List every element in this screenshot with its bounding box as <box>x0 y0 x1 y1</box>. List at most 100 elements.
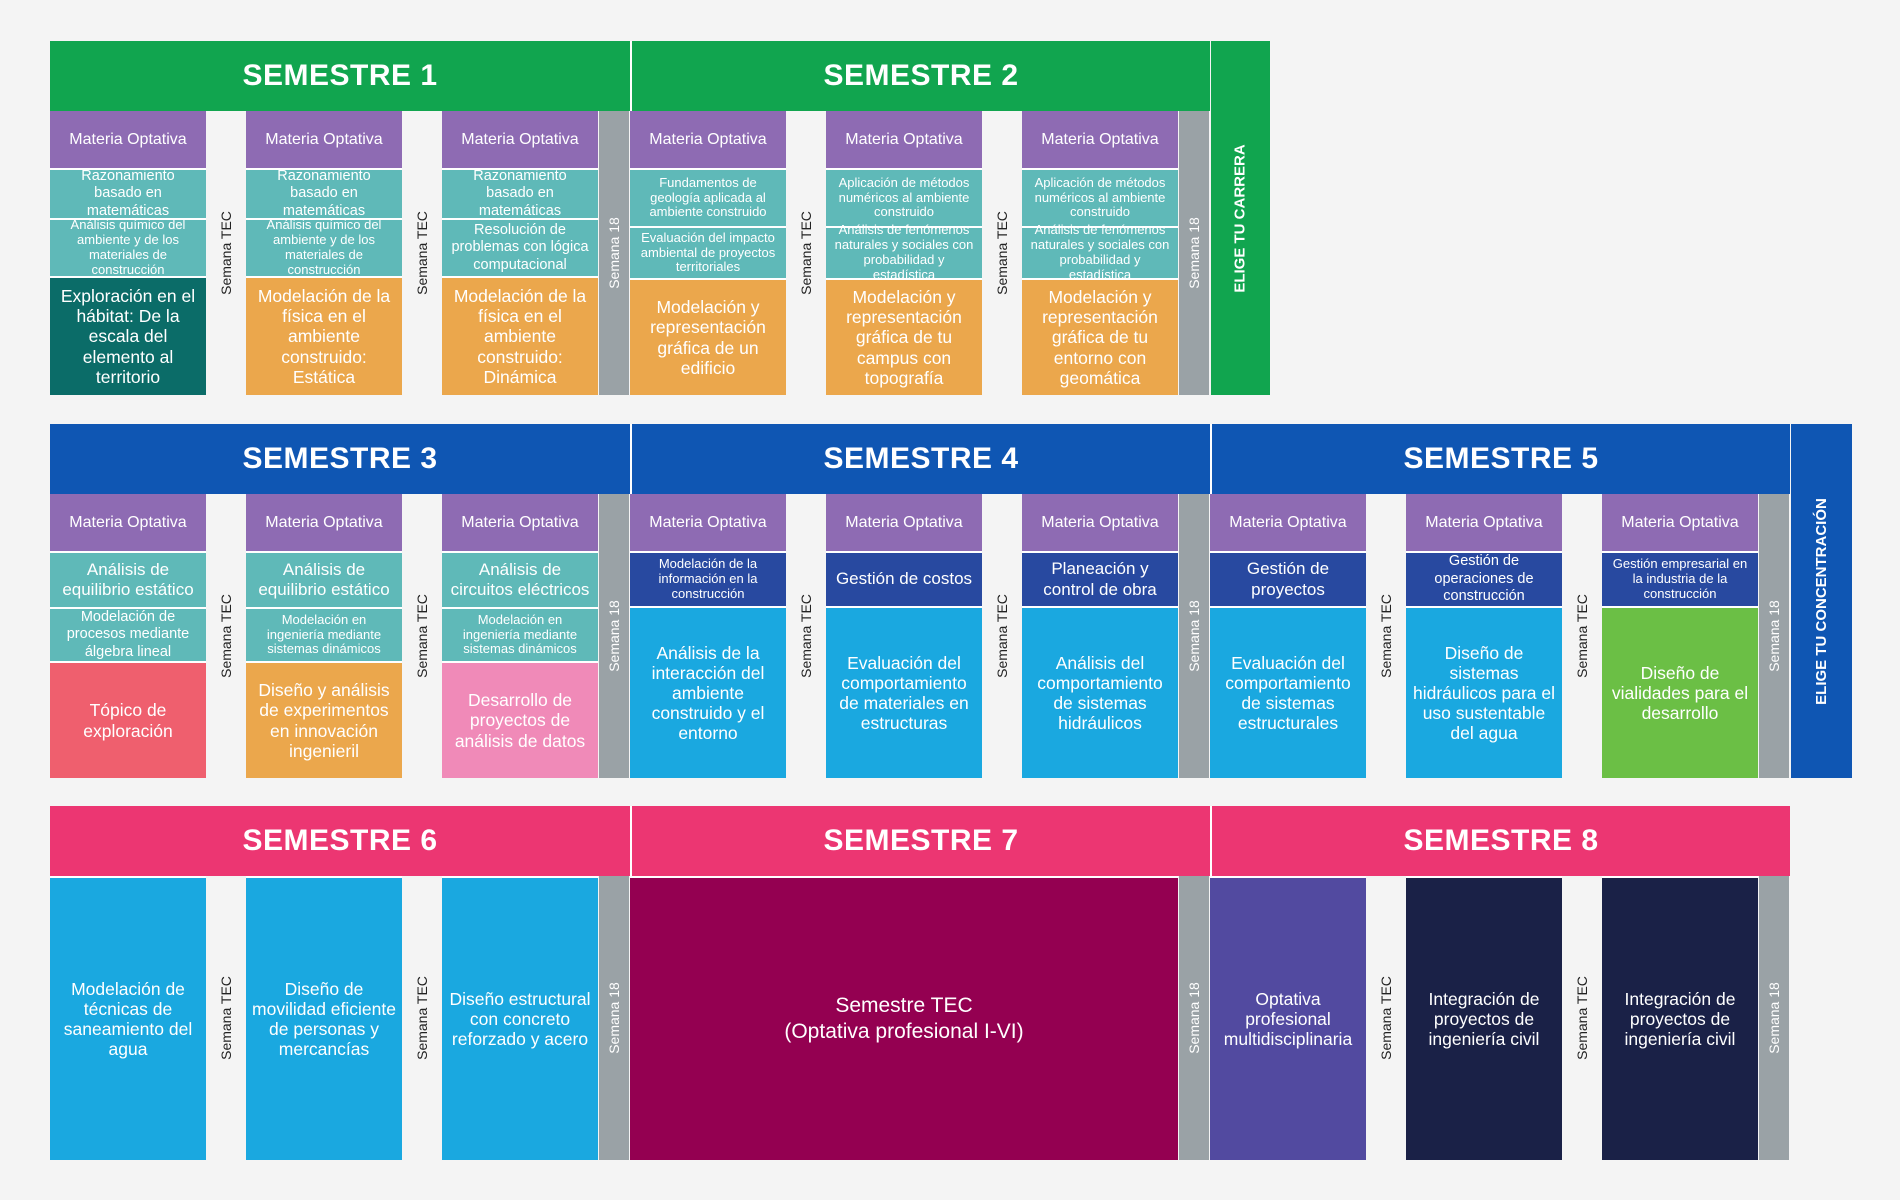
week-tec-label: Semana TEC <box>414 976 430 1060</box>
course-block: Gestión empresarial en la industria de l… <box>1602 551 1758 606</box>
week-18-label: Semana 18 <box>1179 111 1209 395</box>
course-block-main: Diseño de movilidad eficiente de persona… <box>246 876 402 1160</box>
course-block-main: Exploración en el hábitat: De la escala … <box>50 276 206 395</box>
course-block-main: Modelación de la física en el ambiente c… <box>246 276 402 395</box>
week-18-label: Semana 18 <box>1759 876 1789 1160</box>
week-tec-label: Semana TEC <box>1574 594 1590 678</box>
week-tec-label: Semana TEC <box>218 211 234 295</box>
course-block: Razonamiento basado en matemáticas <box>246 168 402 219</box>
course-block-main: Diseño de vialidades para el desarrollo <box>1602 606 1758 778</box>
choose-career-banner: ELIGE TU CARRERA <box>1211 41 1270 395</box>
semester-6-header: SEMESTRE 6 <box>50 806 630 876</box>
course-column: Materia Optativa Modelación de la inform… <box>630 494 786 778</box>
semester-tec-subtitle: (Optativa profesional I-VI) <box>784 1020 1024 1043</box>
course-block-main: Integración de proyectos de ingeniería c… <box>1406 876 1562 1160</box>
week-tec-label: Semana TEC <box>994 211 1010 295</box>
week-18-label: Semana 18 <box>1179 494 1209 778</box>
optional-course: Materia Optativa <box>630 111 786 168</box>
week-18-label: Semana 18 <box>599 494 629 778</box>
optional-course: Materia Optativa <box>1022 494 1178 551</box>
choose-concentration-banner: ELIGE TU CONCENTRACIÓN <box>1791 424 1852 778</box>
course-column: Materia Optativa Gestión de operaciones … <box>1406 494 1562 778</box>
week-tec-label: Semana TEC <box>798 211 814 295</box>
course-block: Gestión de costos <box>826 551 982 606</box>
course-column: Materia Optativa Gestión empresarial en … <box>1602 494 1758 778</box>
optional-course: Materia Optativa <box>630 494 786 551</box>
semester-1-header: SEMESTRE 1 <box>50 41 630 111</box>
semester-tec-block: Semestre TEC (Optativa profesional I-VI) <box>630 876 1178 1160</box>
course-column: Materia Optativa Análisis de equilibrio … <box>246 494 402 778</box>
optional-course: Materia Optativa <box>1406 494 1562 551</box>
course-block: Análisis de fenómenos naturales y social… <box>826 222 982 282</box>
course-block: Gestión de operaciones de construcción <box>1406 551 1562 606</box>
week-tec-label: Semana TEC <box>994 594 1010 678</box>
course-block: Modelación en ingeniería mediante sistem… <box>442 607 598 661</box>
week-18-label: Semana 18 <box>599 111 629 395</box>
week-tec-label: Semana TEC <box>218 976 234 1060</box>
week-tec-label: Semana TEC <box>1574 976 1590 1060</box>
course-column: Materia Optativa Gestión de costos Evalu… <box>826 494 982 778</box>
course-block-main: Modelación y representación gráfica de t… <box>826 278 982 395</box>
week-tec-label: Semana TEC <box>414 211 430 295</box>
week-18-label: Semana 18 <box>599 876 629 1160</box>
course-block: Modelación en ingeniería mediante sistem… <box>246 607 402 661</box>
course-block-main: Evaluación del comportamiento de materia… <box>826 606 982 778</box>
semester-5-header: SEMESTRE 5 <box>1210 424 1790 494</box>
course-column: Materia Optativa Planeación y control de… <box>1022 494 1178 778</box>
course-block: Aplicación de métodos numéricos al ambie… <box>1022 168 1178 226</box>
semester-2-header: SEMESTRE 2 <box>630 41 1210 111</box>
course-block-main: Diseño y análisis de experimentos en inn… <box>246 661 402 778</box>
week-18-label: Semana 18 <box>1179 876 1209 1160</box>
row-semesters-3-5: SEMESTRE 3 SEMESTRE 4 SEMESTRE 5 Materia… <box>50 424 1852 778</box>
week-tec-label: Semana TEC <box>798 594 814 678</box>
course-block: Evaluación del impacto ambiental de proy… <box>630 226 786 278</box>
course-block: Análisis químico del ambiente y de los m… <box>50 217 206 277</box>
course-block-main: Evaluación del comportamiento de sistema… <box>1210 606 1366 778</box>
optional-course: Materia Optativa <box>442 494 598 551</box>
course-column: Materia Optativa Aplicación de métodos n… <box>826 111 982 395</box>
optional-course: Materia Optativa <box>246 111 402 168</box>
optional-course: Materia Optativa <box>826 111 982 168</box>
course-block-main: Análisis del comportamiento de sistemas … <box>1022 606 1178 778</box>
course-column: Integración de proyectos de ingeniería c… <box>1406 876 1562 1160</box>
week-18-label: Semana 18 <box>1759 494 1789 778</box>
course-column: Diseño de movilidad eficiente de persona… <box>246 876 402 1160</box>
course-block: Análisis de equilibrio estático <box>50 551 206 607</box>
course-column: Materia Optativa Gestión de proyectos Ev… <box>1210 494 1366 778</box>
course-block-main: Optativa profesional multidisciplinaria <box>1210 876 1366 1160</box>
row-semesters-1-2: SEMESTRE 1 SEMESTRE 2 Materia Optativa R… <box>50 41 1270 395</box>
course-block-main: Tópico de exploración <box>50 661 206 778</box>
course-column: Materia Optativa Razonamiento basado en … <box>50 111 206 395</box>
course-block: Análisis químico del ambiente y de los m… <box>246 217 402 277</box>
course-block-main: Diseño de sistemas hidráulicos para el u… <box>1406 606 1562 778</box>
course-block-main: Modelación de técnicas de saneamiento de… <box>50 876 206 1160</box>
course-block: Modelación de procesos mediante álgebra … <box>50 607 206 661</box>
course-block-main: Integración de proyectos de ingeniería c… <box>1602 876 1758 1160</box>
course-column: Materia Optativa Análisis de circuitos e… <box>442 494 598 778</box>
optional-course: Materia Optativa <box>246 494 402 551</box>
optional-course: Materia Optativa <box>826 494 982 551</box>
course-column: Optativa profesional multidisciplinaria <box>1210 876 1366 1160</box>
row-semesters-6-8: SEMESTRE 6 SEMESTRE 7 SEMESTRE 8 Modelac… <box>50 806 1790 1160</box>
optional-course: Materia Optativa <box>1022 111 1178 168</box>
optional-course: Materia Optativa <box>1602 494 1758 551</box>
course-column: Integración de proyectos de ingeniería c… <box>1602 876 1758 1160</box>
course-block-main: Modelación de la física en el ambiente c… <box>442 276 598 395</box>
course-block: Gestión de proyectos <box>1210 551 1366 606</box>
optional-course: Materia Optativa <box>50 494 206 551</box>
week-tec-label: Semana TEC <box>1378 976 1394 1060</box>
course-block-main: Desarrollo de proyectos de análisis de d… <box>442 661 598 778</box>
course-column: Materia Optativa Aplicación de métodos n… <box>1022 111 1178 395</box>
course-column: Materia Optativa Análisis de equilibrio … <box>50 494 206 778</box>
course-block: Fundamentos de geología aplicada al ambi… <box>630 168 786 226</box>
course-block: Razonamiento basado en matemáticas <box>50 168 206 219</box>
optional-course: Materia Optativa <box>50 111 206 168</box>
semester-7-header: SEMESTRE 7 <box>630 806 1210 876</box>
course-block: Resolución de problemas con lógica compu… <box>442 218 598 276</box>
week-tec-label: Semana TEC <box>218 594 234 678</box>
course-column: Materia Optativa Razonamiento basado en … <box>246 111 402 395</box>
optional-course: Materia Optativa <box>442 111 598 168</box>
course-block: Análisis de circuitos eléctricos <box>442 551 598 607</box>
course-column: Modelación de técnicas de saneamiento de… <box>50 876 206 1160</box>
semester-tec-title: Semestre TEC <box>835 993 973 1017</box>
